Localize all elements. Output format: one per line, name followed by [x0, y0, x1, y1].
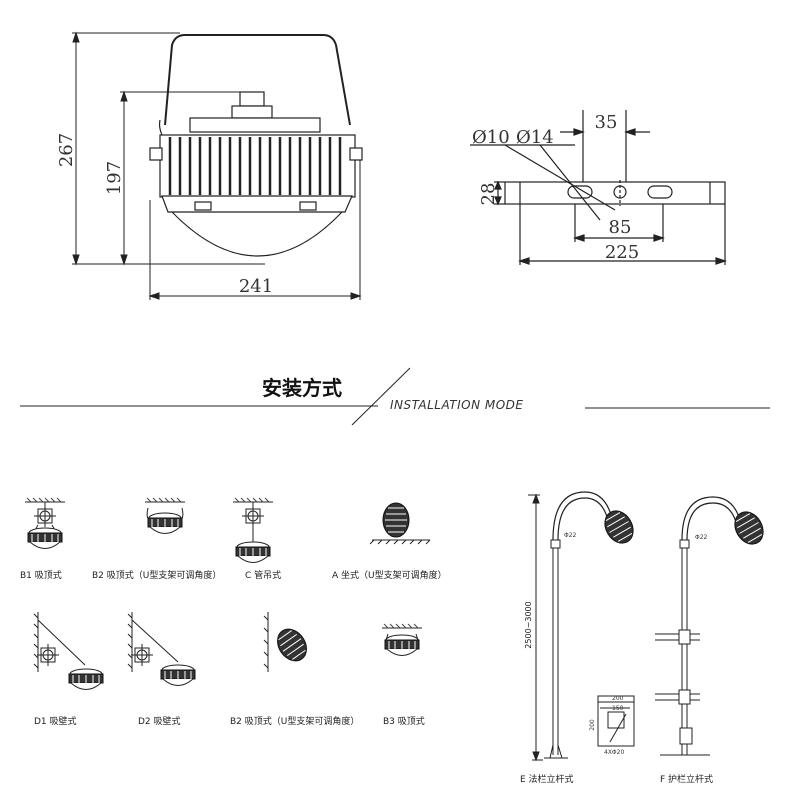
- mode-b2b-label: B2 吸顶式（U型支架可调角度）: [230, 715, 359, 727]
- lamp-dimensions: [72, 31, 362, 300]
- base-w-label: 200: [612, 695, 624, 702]
- dim-28: 28: [478, 183, 499, 206]
- dim-225: 225: [605, 242, 639, 263]
- mode-b2b-figure: [263, 612, 313, 672]
- lamp-elevation: [149, 34, 363, 257]
- mode-a-figure: [369, 502, 431, 545]
- section-title-cn: 安装方式: [262, 376, 342, 400]
- dim-85: 85: [609, 217, 632, 238]
- dim-35: 35: [595, 112, 618, 133]
- dim-d10: Ø10: [472, 127, 510, 148]
- mode-b3-figure: [381, 623, 423, 656]
- dim-241: 241: [239, 276, 273, 297]
- pole-height-label: 2500~3000: [524, 601, 533, 648]
- section-divider: [20, 367, 770, 426]
- mode-d2-figure: [127, 612, 196, 686]
- mode-d2-label: D2 吸壁式: [138, 715, 181, 727]
- mode-c-label: C 管吊式: [245, 569, 281, 581]
- mode-f-label: F 护栏立杆式: [660, 773, 713, 785]
- mode-d1-figure: [33, 612, 104, 690]
- pole-f-dia-label: Φ22: [695, 534, 708, 541]
- mode-a-label: A 坐式（U型支架可调角度）: [332, 569, 447, 581]
- mode-b2-label: B2 吸顶式（U型支架可调角度）: [92, 569, 221, 581]
- mode-b3-label: B3 吸顶式: [383, 715, 425, 727]
- dim-267: 267: [56, 133, 77, 167]
- mode-b2-figure: [144, 497, 186, 534]
- mode-f-figure: [655, 496, 770, 756]
- pole-e-dia-label: Φ22: [564, 532, 577, 539]
- mode-b1-figure: [24, 497, 66, 549]
- mode-b1-label: B1 吸顶式: [20, 569, 62, 581]
- bolt-label: 4XΦ20: [604, 749, 624, 756]
- mode-c-figure: [232, 497, 274, 563]
- mode-e-figure: [528, 491, 640, 762]
- dim-197: 197: [104, 161, 125, 195]
- dim-d14: Ø14: [516, 127, 554, 148]
- base-inner-label: 150: [612, 705, 624, 712]
- mode-d1-label: D1 吸壁式: [34, 715, 77, 727]
- mode-e-label: E 法栏立杆式: [520, 773, 574, 785]
- bracket-drawing: [470, 110, 727, 265]
- section-title-en: INSTALLATION MODE: [390, 398, 524, 412]
- base-h-label: 200: [589, 719, 596, 731]
